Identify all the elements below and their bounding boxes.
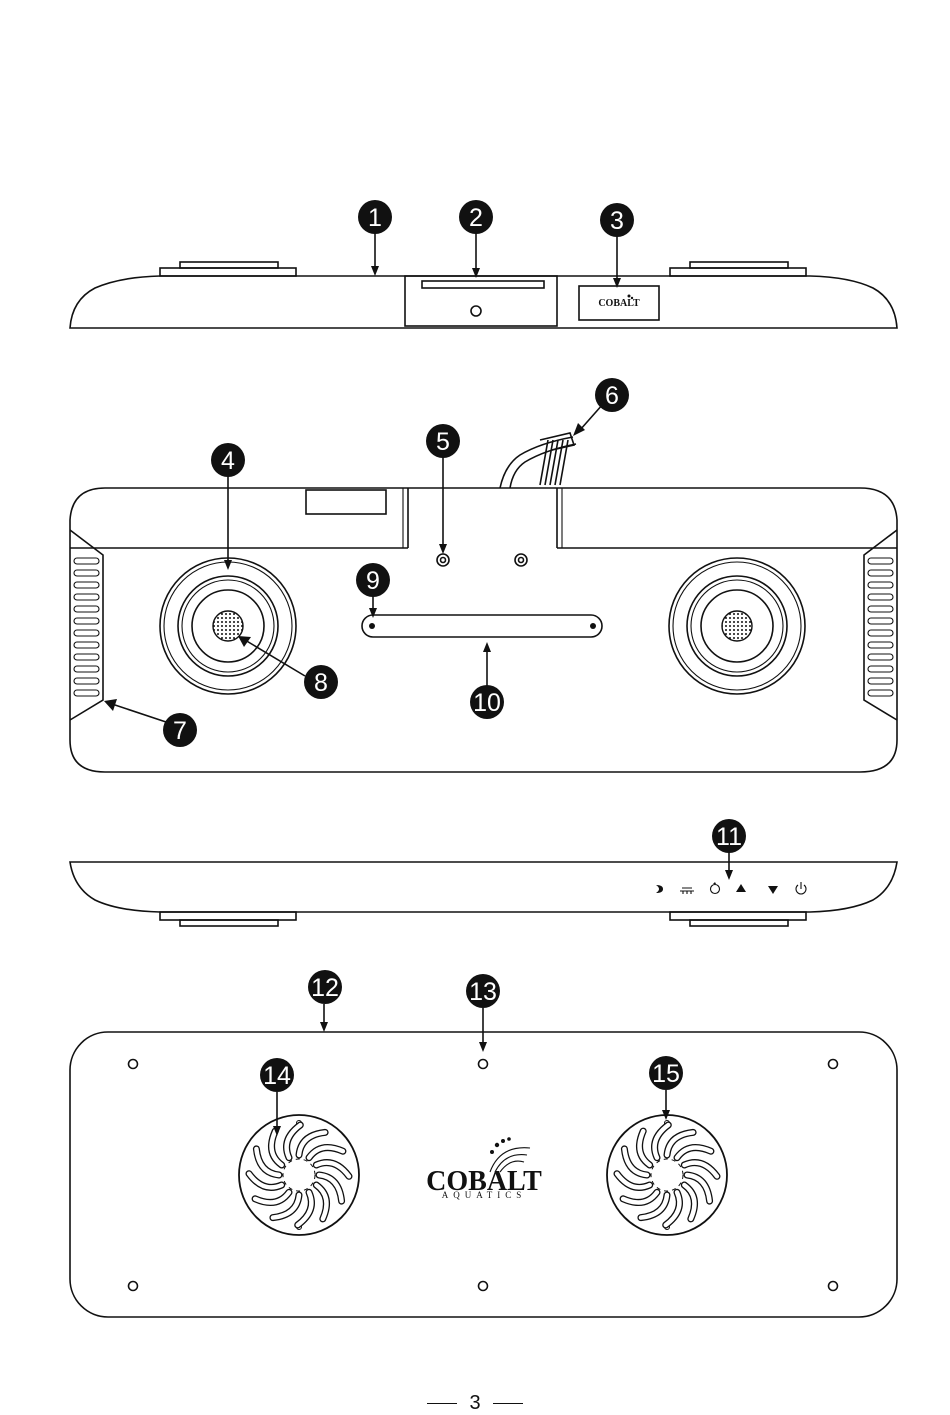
screw-hole — [129, 1060, 138, 1069]
callout-4: 4 — [211, 443, 245, 477]
led-chip-right — [722, 611, 752, 641]
top-foot-left — [160, 262, 296, 276]
logo-label: COBALT — [579, 286, 659, 320]
callout-12: 12 — [308, 970, 342, 1004]
sticker-label — [306, 490, 386, 514]
svg-text:COBALT: COBALT — [598, 298, 640, 309]
front-housing-top — [70, 488, 897, 548]
svg-text:9: 9 — [366, 567, 380, 595]
page-number-dash-left — [427, 1403, 457, 1404]
mount-screw-right — [515, 554, 527, 566]
callout-8: 8 — [304, 665, 338, 699]
callout-6: 6 — [595, 378, 629, 412]
callout-7: 7 — [163, 713, 197, 747]
svg-text:11: 11 — [716, 823, 742, 851]
svg-text:4: 4 — [221, 447, 235, 475]
svg-text:14: 14 — [263, 1062, 291, 1090]
cycle-button[interactable] — [711, 882, 720, 894]
down-button[interactable] — [768, 886, 778, 894]
fan-hub — [283, 1159, 315, 1191]
callout-11: 11 — [712, 819, 746, 853]
svg-text:15: 15 — [652, 1060, 680, 1088]
side-foot-left — [160, 912, 296, 926]
svg-text:10: 10 — [473, 689, 501, 717]
svg-text:AQUATICS: AQUATICS — [442, 1190, 527, 1200]
back-view: COBALT AQUATICS — [70, 1032, 897, 1317]
side-view — [70, 862, 897, 926]
svg-text:6: 6 — [605, 382, 619, 410]
svg-text:8: 8 — [314, 669, 328, 697]
screw-hole — [479, 1060, 488, 1069]
mounting-slot — [362, 615, 602, 637]
svg-text:2: 2 — [469, 204, 483, 232]
svg-text:7: 7 — [173, 717, 187, 745]
fan-right — [607, 1115, 727, 1235]
fan-rim — [239, 1115, 359, 1235]
moon-button[interactable] — [656, 885, 663, 893]
screw-hole — [129, 1282, 138, 1291]
page-number: 3 — [0, 1392, 950, 1415]
callout-3: 3 — [600, 203, 634, 237]
svg-text:1: 1 — [368, 204, 382, 232]
top-view: COBALT — [70, 262, 897, 328]
power-cord — [500, 433, 576, 488]
svg-text:12: 12 — [311, 974, 339, 1002]
callout-9: 9 — [356, 563, 390, 597]
callout-1: 1 — [358, 200, 392, 234]
screw-hole — [479, 1282, 488, 1291]
emitter-left — [160, 558, 296, 694]
power-button[interactable] — [796, 882, 806, 894]
control-panel — [656, 882, 806, 894]
indicator-light — [471, 306, 481, 316]
callout-10: 10 — [470, 685, 504, 719]
vent-left — [70, 530, 103, 720]
callout-2: 2 — [459, 200, 493, 234]
top-foot-right — [670, 262, 806, 276]
svg-text:3: 3 — [610, 207, 624, 235]
svg-text:13: 13 — [469, 978, 497, 1006]
screw-hole — [829, 1060, 838, 1069]
brand-logo: COBALT AQUATICS — [426, 1137, 542, 1200]
sun-button[interactable] — [680, 888, 694, 894]
callout-arrows — [104, 232, 733, 1136]
fan-hub — [651, 1159, 683, 1191]
emitter-right — [669, 558, 805, 694]
callout-5: 5 — [426, 424, 460, 458]
callout-14: 14 — [260, 1058, 294, 1092]
page-number-text: 3 — [469, 1392, 480, 1414]
page-number-dash-right — [493, 1403, 523, 1404]
svg-text:5: 5 — [436, 428, 450, 456]
up-button[interactable] — [736, 884, 746, 892]
screw-hole — [829, 1282, 838, 1291]
mount-screw-left — [437, 554, 449, 566]
display-panel — [405, 276, 557, 326]
fan-left — [239, 1115, 359, 1235]
callout-15: 15 — [649, 1056, 683, 1090]
fan-rim — [607, 1115, 727, 1235]
side-foot-right — [670, 912, 806, 926]
callout-13: 13 — [466, 974, 500, 1008]
vent-right — [864, 530, 897, 720]
top-housing — [70, 276, 897, 328]
